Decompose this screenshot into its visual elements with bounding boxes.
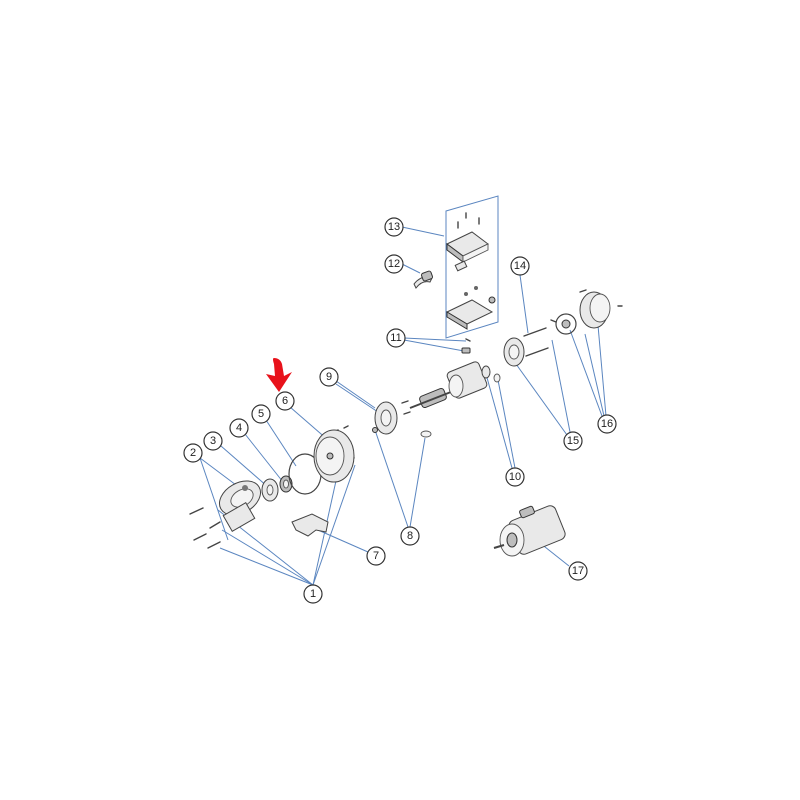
callout-3: 3 [203, 431, 223, 451]
flange-part [372, 400, 432, 438]
callout-circle [203, 431, 223, 451]
callout-circle [303, 584, 323, 604]
callout-label: 5 [258, 408, 264, 420]
callout-circle [229, 418, 249, 438]
bearings-10 [481, 365, 501, 383]
callout-label: 7 [373, 550, 379, 562]
stator-part [446, 361, 488, 399]
callout-label: 2 [190, 447, 196, 459]
callout-circle [366, 546, 386, 566]
callout-label: 12 [388, 258, 400, 270]
callout-9: 9 [319, 367, 339, 387]
callout-circle [510, 256, 530, 276]
rotor-part [409, 387, 457, 409]
callout-label: 11 [390, 332, 401, 344]
callout-label: 8 [407, 530, 413, 542]
callout-circle [386, 328, 406, 348]
callout-1: 1 [303, 584, 323, 604]
callout-6: 6 [275, 391, 295, 411]
clamp-part [454, 260, 468, 272]
callout-14: 14 [510, 256, 530, 276]
callout-circle [275, 391, 295, 411]
foot-bracket-part [291, 513, 329, 537]
callout-5: 5 [251, 404, 271, 424]
fan-cover-part [579, 289, 623, 329]
callout-17: 17 [568, 561, 588, 581]
terminal-box-frame [445, 195, 499, 339]
callout-15: 15 [563, 431, 583, 451]
callout-circle [597, 414, 617, 434]
seal-plate-part [313, 429, 355, 483]
screws-11 [461, 338, 471, 354]
callout-label: 3 [210, 435, 216, 447]
callout-circle [568, 561, 588, 581]
callout-label: 15 [567, 435, 579, 447]
leader-lines [199, 226, 607, 586]
callout-label: 1 [310, 588, 316, 600]
fan-part [550, 313, 577, 335]
callout-4: 4 [229, 418, 249, 438]
callout-circle [505, 467, 525, 487]
callout-8: 8 [400, 526, 420, 546]
terminal-box-group [413, 195, 499, 339]
callout-label: 13 [388, 221, 400, 233]
callout-circle [384, 217, 404, 237]
impeller-part [279, 475, 293, 493]
callout-label: 4 [236, 422, 242, 434]
callout-2: 2 [183, 443, 203, 463]
callout-circle [319, 367, 339, 387]
callout-label: 14 [514, 260, 526, 272]
callout-10: 10 [505, 467, 525, 487]
callout-12: 12 [384, 254, 404, 274]
callout-16: 16 [597, 414, 617, 434]
callout-label: 9 [326, 371, 332, 383]
callout-label: 16 [601, 418, 613, 430]
red-arrow-down-icon [266, 358, 292, 392]
callout-circle [384, 254, 404, 274]
washer-8 [420, 430, 432, 438]
callout-label: 10 [509, 471, 521, 483]
callout-label: 17 [572, 565, 584, 577]
pump-housing-part [219, 480, 261, 532]
complete-motor-part [493, 505, 566, 557]
callout-7: 7 [366, 546, 386, 566]
rear-flange-part [503, 327, 549, 367]
callout-label: 6 [282, 395, 288, 407]
callout-circle [251, 404, 271, 424]
callout-circle [563, 431, 583, 451]
callout-circle [400, 526, 420, 546]
diffuser-part [261, 478, 279, 502]
callout-circle [183, 443, 203, 463]
callout-13: 13 [384, 217, 404, 237]
callout-11: 11 [386, 328, 406, 348]
